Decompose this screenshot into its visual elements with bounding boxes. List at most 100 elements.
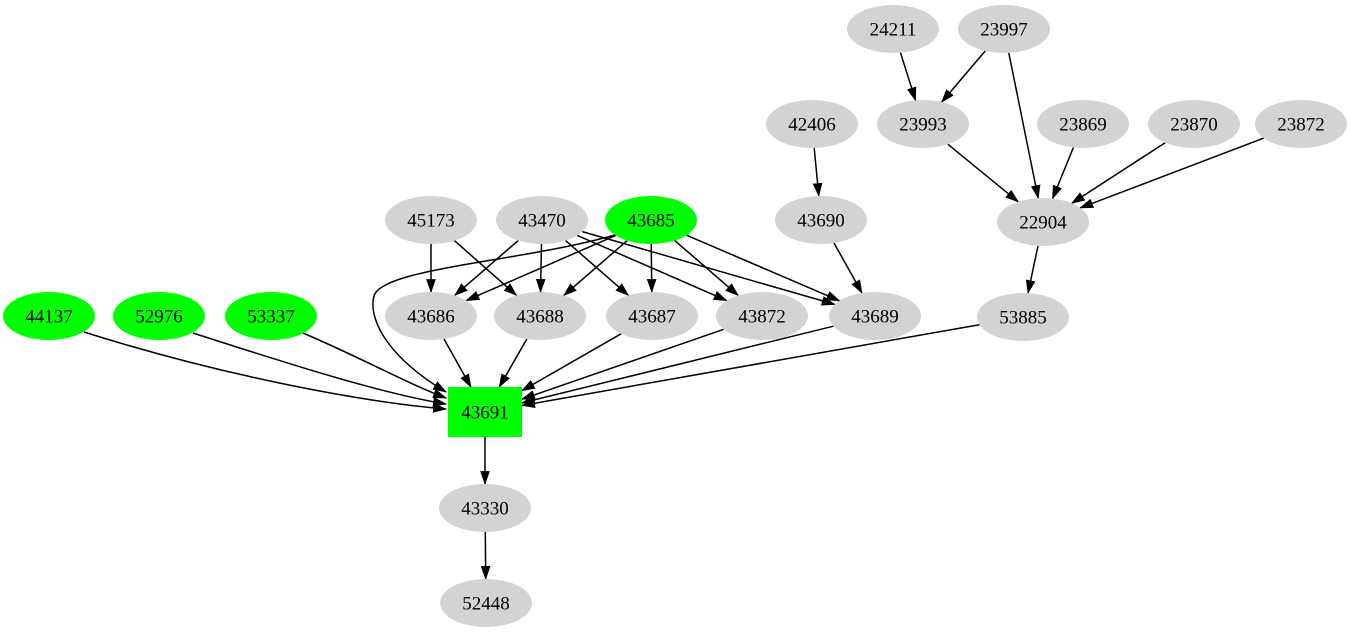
edge-44137-43691: [83, 331, 448, 413]
edge-43685-43688: [562, 240, 628, 297]
node-label: 43689: [851, 307, 899, 328]
node-ellipse: [113, 292, 205, 340]
edge-53337-43691: [302, 332, 448, 399]
node-label: 53885: [999, 308, 1047, 329]
graph-node-43690: 43690: [775, 196, 867, 244]
node-label: 45173: [407, 211, 455, 232]
graph-node-23870: 23870: [1148, 100, 1240, 148]
node-ellipse: [877, 100, 969, 148]
graph-node-42406: 42406: [766, 100, 858, 148]
node-layer: 24211 23997 42406 23993 23869 23870 23872 45173…: [3, 5, 1347, 627]
node-label: 43687: [628, 307, 676, 328]
graph-node-53337: 53337: [225, 292, 317, 340]
edge-43686-43691: [443, 338, 472, 388]
node-ellipse: [775, 196, 867, 244]
graph-node-43688: 43688: [494, 292, 586, 340]
node-ellipse: [606, 292, 698, 340]
node-ellipse: [716, 292, 808, 340]
edge-52976-43691: [192, 332, 448, 407]
edge-layer: [83, 50, 1265, 581]
node-ellipse: [440, 579, 532, 627]
node-ellipse: [977, 293, 1069, 341]
node-label: 23997: [980, 20, 1028, 41]
edge-43690-43689: [833, 242, 863, 294]
edge-23869-22904: [1051, 147, 1075, 200]
graph-node-43872: 43872: [716, 292, 808, 340]
node-label: 42406: [788, 115, 836, 136]
node-label: 43686: [407, 307, 455, 328]
edge-23870-22904: [1070, 142, 1166, 204]
node-label: 43688: [516, 307, 564, 328]
node-box: [448, 387, 522, 437]
graph-node-23872: 23872: [1255, 100, 1347, 148]
graph-node-23993: 23993: [877, 100, 969, 148]
edge-43685-43687: [646, 243, 657, 294]
edge-43470-43686: [453, 240, 519, 297]
node-label: 43470: [518, 211, 566, 232]
node-label: 22904: [1019, 213, 1067, 234]
edge-43689-43691: [520, 325, 834, 405]
node-ellipse: [494, 292, 586, 340]
node-label: 23870: [1170, 115, 1218, 136]
node-ellipse: [496, 196, 588, 244]
graph-node-43470: 43470: [496, 196, 588, 244]
node-label: 24211: [870, 20, 917, 41]
graph-node-43685: 43685: [605, 196, 697, 244]
edge-22904-53885: [1025, 245, 1039, 295]
node-label: 23869: [1059, 115, 1107, 136]
graph-node-44137: 44137: [3, 292, 95, 340]
node-ellipse: [3, 292, 95, 340]
node-label: 43691: [461, 403, 509, 424]
edge-23872-22904: [1079, 137, 1265, 209]
node-label: 52448: [462, 594, 510, 615]
graph-node-43691: 43691: [448, 387, 522, 437]
graph-node-52448: 52448: [440, 579, 532, 627]
node-label: 23872: [1277, 115, 1325, 136]
edge-23993-22904: [947, 143, 1020, 203]
node-label: 43685: [627, 211, 675, 232]
node-ellipse: [385, 292, 477, 340]
node-ellipse: [829, 292, 921, 340]
edge-43470-43689: [582, 230, 836, 306]
node-ellipse: [958, 5, 1050, 53]
graph-node-43687: 43687: [606, 292, 698, 340]
node-ellipse: [225, 292, 317, 340]
edge-43685-43872: [674, 240, 740, 297]
graph-node-53885: 53885: [977, 293, 1069, 341]
node-ellipse: [605, 196, 697, 244]
node-label: 53337: [247, 307, 295, 328]
node-ellipse: [439, 484, 531, 532]
edge-53885-43691: [520, 323, 980, 409]
node-label: 44137: [25, 307, 73, 328]
graph-node-43689: 43689: [829, 292, 921, 340]
graph-node-45173: 45173: [385, 196, 477, 244]
edge-43470-43687: [565, 240, 630, 297]
graph-node-23997: 23997: [958, 5, 1050, 53]
node-ellipse: [997, 198, 1089, 246]
edge-43872-43691: [520, 328, 724, 400]
graph-node-43686: 43686: [385, 292, 477, 340]
node-label: 52976: [135, 307, 183, 328]
node-ellipse: [766, 100, 858, 148]
node-ellipse: [847, 5, 939, 53]
graph-node-52976: 52976: [113, 292, 205, 340]
edge-43685-43686: [465, 234, 616, 302]
graph-node-43330: 43330: [439, 484, 531, 532]
edge-43688-43691: [498, 338, 528, 388]
node-ellipse: [1037, 100, 1129, 148]
node-ellipse: [1255, 100, 1347, 148]
node-ellipse: [385, 196, 477, 244]
node-label: 23993: [899, 115, 947, 136]
graph-node-23869: 23869: [1037, 100, 1129, 148]
edge-24211-23993: [899, 52, 917, 102]
edge-23997-23993: [941, 50, 986, 103]
graph-node-24211: 24211: [847, 5, 939, 53]
node-label: 43330: [461, 499, 509, 520]
edge-43685-43691: [372, 234, 616, 393]
node-ellipse: [1148, 100, 1240, 148]
graph-node-22904: 22904: [997, 198, 1089, 246]
edge-23997-22904: [1008, 52, 1041, 200]
node-label: 43872: [738, 307, 786, 328]
